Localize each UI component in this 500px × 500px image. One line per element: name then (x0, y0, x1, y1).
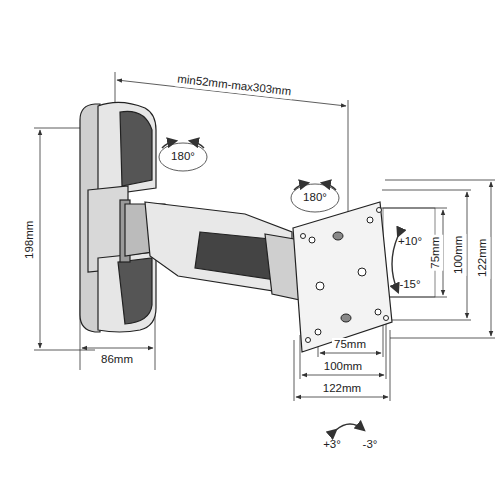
angle-label: +10° (396, 235, 424, 249)
dimension-label: 100mm (452, 234, 466, 276)
dimension-label: 122mm (476, 237, 490, 279)
dimension-label: 122mm (321, 382, 363, 396)
dimension-label: min52mm-max303mm (174, 73, 293, 100)
angle-label: -15° (397, 278, 422, 292)
dimension-label: 75mm (332, 338, 368, 352)
angle-label: 180° (169, 150, 197, 164)
dimension-label: 100mm (322, 360, 364, 374)
dimension-label: 75mm (429, 235, 443, 271)
angle-label: +3° (321, 438, 343, 452)
angle-label: -3° (361, 438, 380, 452)
dimension-label: 198mm (23, 219, 37, 261)
angle-label: 180° (301, 191, 329, 205)
dimension-label: 86mm (99, 353, 135, 367)
